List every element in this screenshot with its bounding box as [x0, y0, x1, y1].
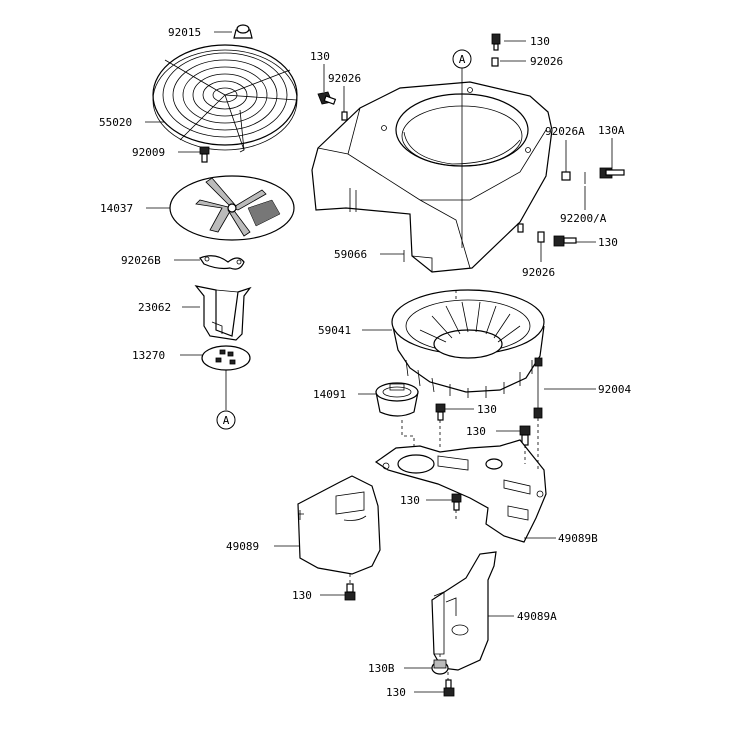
label-49089: 49089	[226, 540, 259, 553]
label-92004: 92004	[598, 383, 631, 396]
part-92026-clip-right[interactable]	[517, 223, 545, 243]
part-130-bolt-bottom[interactable]	[443, 679, 455, 697]
part-59066-blower-housing[interactable]	[311, 81, 553, 273]
callout-labels: 92015 55020 92009 14037 92026B 23062 132…	[99, 26, 631, 699]
leader-lines	[145, 31, 613, 693]
part-92026-clip-top-left[interactable]	[341, 111, 348, 121]
part-49089B-shroud[interactable]	[374, 439, 547, 543]
label-130A: 130A	[598, 124, 625, 137]
label-92015: 92015	[168, 26, 201, 39]
ref-circle-a-top: A	[452, 49, 472, 69]
label-92026-top-left: 92026	[328, 72, 361, 85]
label-130-center: 130	[400, 494, 420, 507]
part-92015-nut[interactable]	[233, 24, 253, 39]
part-55020-grille[interactable]	[152, 44, 298, 153]
label-92026B: 92026B	[121, 254, 161, 267]
ref-circle-a-left: A	[216, 410, 236, 430]
part-130-bolt-center[interactable]	[451, 493, 462, 511]
part-130-bolt-bottom-left[interactable]	[344, 583, 356, 601]
part-49089-shroud[interactable]	[297, 475, 381, 575]
part-14091-cup[interactable]	[375, 382, 419, 417]
part-92009-screw[interactable]	[199, 146, 210, 163]
part-59041-flywheel[interactable]	[391, 289, 545, 398]
part-130-bolt-top-right[interactable]	[491, 33, 501, 51]
label-130-top-left: 130	[310, 50, 330, 63]
label-14091: 14091	[313, 388, 346, 401]
label-130-mid2: 130	[466, 425, 486, 438]
part-92026-clip-top-right[interactable]	[491, 57, 499, 67]
label-130-right: 130	[598, 236, 618, 249]
label-59041: 59041	[318, 324, 351, 337]
label-130-mid: 130	[477, 403, 497, 416]
label-59066: 59066	[334, 248, 367, 261]
label-92009: 92009	[132, 146, 165, 159]
ref-a-left-label: A	[223, 414, 230, 427]
part-130A-bolt[interactable]	[599, 167, 625, 179]
part-92026A-clip[interactable]	[561, 171, 571, 181]
label-130-bottom: 130	[386, 686, 406, 699]
part-49089A-shroud[interactable]	[431, 551, 497, 671]
part-130-bolt-top-left[interactable]	[317, 91, 337, 105]
label-130-bottom-left: 130	[292, 589, 312, 602]
label-130B: 130B	[368, 662, 395, 675]
part-23062-bracket[interactable]	[194, 285, 252, 341]
part-130-bolt-mid[interactable]	[435, 403, 446, 421]
part-14037-fan-plate[interactable]	[169, 175, 295, 241]
label-92026-right: 92026	[522, 266, 555, 279]
label-14037: 14037	[100, 202, 133, 215]
part-130B-nut[interactable]	[431, 659, 449, 675]
label-13270: 13270	[132, 349, 165, 362]
label-92026A: 92026A	[545, 125, 585, 138]
label-55020: 55020	[99, 116, 132, 129]
part-130-bolt-right[interactable]	[553, 235, 577, 247]
label-130-top-right: 130	[530, 35, 550, 48]
label-49089B: 49089B	[558, 532, 598, 545]
label-23062: 23062	[138, 301, 171, 314]
label-92200A: 92200/A	[560, 212, 607, 225]
ref-a-top-label: A	[459, 53, 466, 66]
label-49089A: 49089A	[517, 610, 557, 623]
part-92026B-clip[interactable]	[199, 255, 245, 270]
part-92004-stud[interactable]	[533, 357, 543, 419]
part-13270-plate[interactable]	[201, 345, 251, 371]
label-92026-top-right: 92026	[530, 55, 563, 68]
